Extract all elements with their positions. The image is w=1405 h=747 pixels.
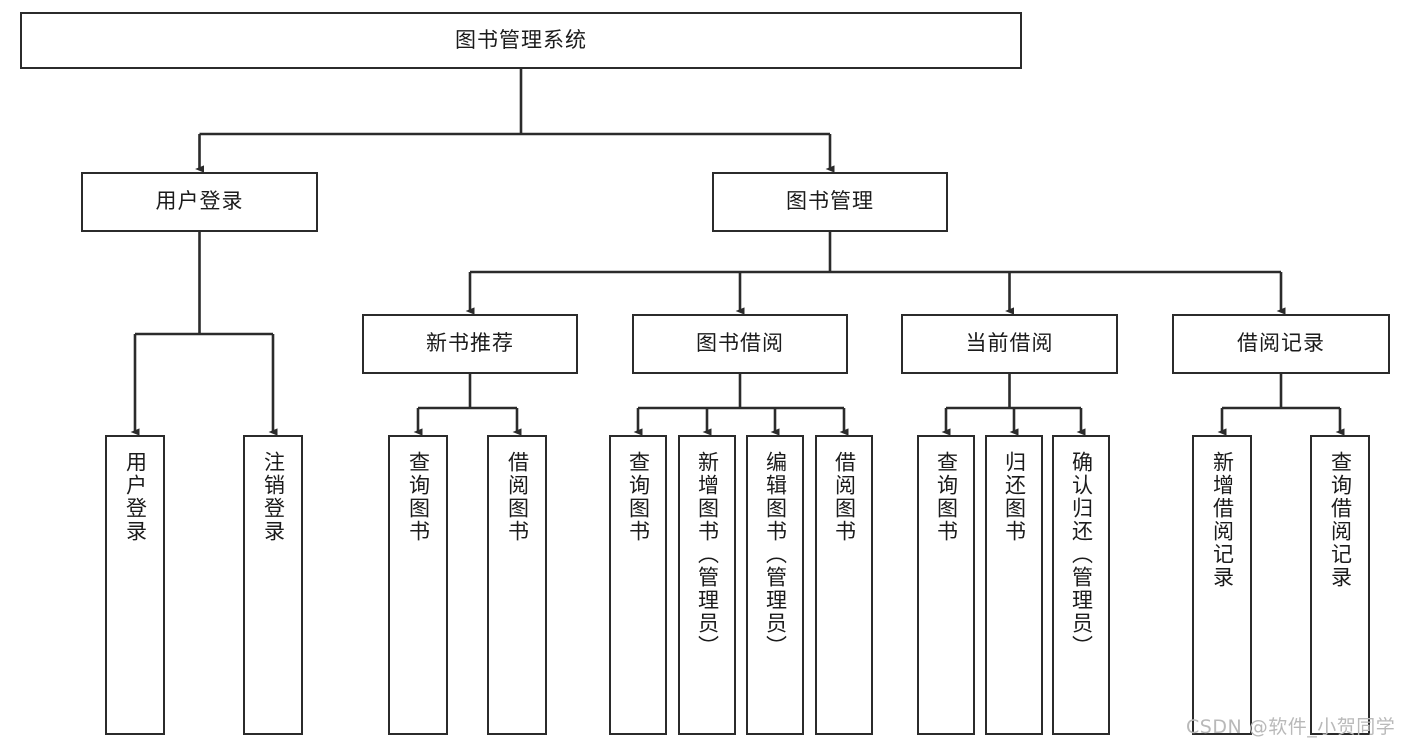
node-label: 借阅图书: [505, 451, 530, 543]
leaf-node-5: 新增图书（管理员）: [678, 435, 736, 735]
node-label: 新书推荐: [426, 331, 514, 356]
level1-node-0: 用户登录: [81, 172, 318, 232]
node-label: 注销登录: [261, 451, 286, 543]
node-label: 图书管理: [786, 189, 874, 214]
level1-node-1: 图书管理: [712, 172, 948, 232]
leaf-node-6: 编辑图书（管理员）: [746, 435, 804, 735]
node-label: 查询图书: [934, 451, 959, 543]
root-node: 图书管理系统: [20, 12, 1022, 69]
node-label: 新增借阅记录: [1210, 451, 1235, 589]
leaf-node-2: 查询图书: [388, 435, 448, 735]
leaf-node-10: 确认归还（管理员）: [1052, 435, 1110, 735]
node-label: 图书借阅: [696, 331, 784, 356]
level2-node-0: 新书推荐: [362, 314, 578, 374]
node-label: 新增图书（管理员）: [695, 451, 720, 658]
node-label: 查询图书: [406, 451, 431, 543]
leaf-node-4: 查询图书: [609, 435, 667, 735]
node-label: 查询借阅记录: [1328, 451, 1353, 589]
leaf-node-1: 注销登录: [243, 435, 303, 735]
node-label: 归还图书: [1002, 451, 1027, 543]
leaf-node-9: 归还图书: [985, 435, 1043, 735]
node-label: 图书管理系统: [455, 27, 587, 52]
leaf-node-8: 查询图书: [917, 435, 975, 735]
node-label: 确认归还（管理员）: [1069, 451, 1094, 658]
level2-node-2: 当前借阅: [901, 314, 1118, 374]
node-label: 借阅记录: [1237, 331, 1325, 356]
leaf-node-11: 新增借阅记录: [1192, 435, 1252, 735]
leaf-node-7: 借阅图书: [815, 435, 873, 735]
level2-node-3: 借阅记录: [1172, 314, 1390, 374]
node-label: 当前借阅: [965, 331, 1054, 356]
leaf-node-3: 借阅图书: [487, 435, 547, 735]
leaf-node-12: 查询借阅记录: [1310, 435, 1370, 735]
node-label: 用户登录: [155, 189, 244, 214]
node-label: 借阅图书: [832, 451, 857, 543]
node-label: 查询图书: [626, 451, 651, 543]
leaf-node-0: 用户登录: [105, 435, 165, 735]
level2-node-1: 图书借阅: [632, 314, 848, 374]
node-label: 用户登录: [123, 451, 148, 543]
node-label: 编辑图书（管理员）: [763, 451, 788, 658]
